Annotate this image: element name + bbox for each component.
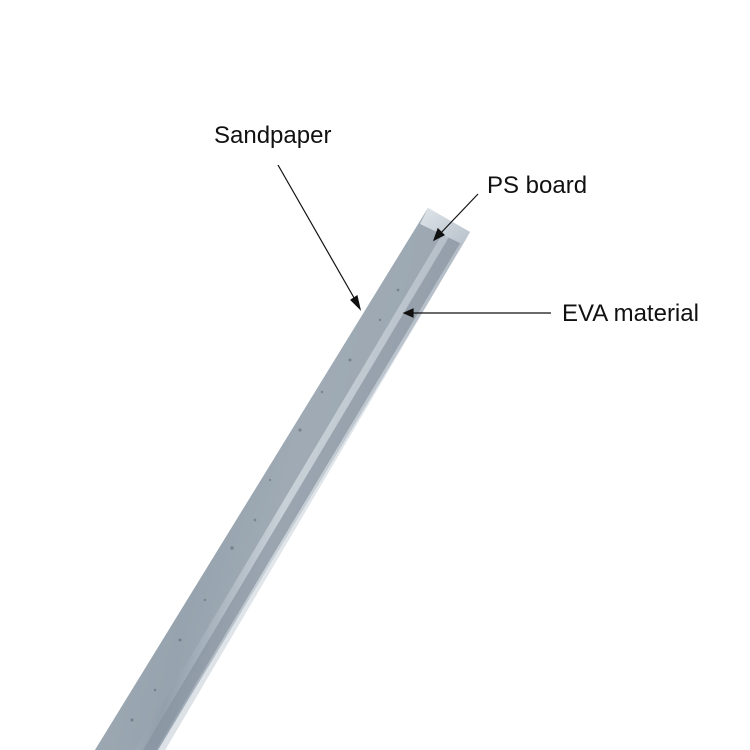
ps-board-label: PS board [487, 172, 588, 199]
sandpaper-leader-line [277, 164, 358, 304]
eva-leader-arrow [402, 308, 414, 318]
ps-board-leader-line [437, 193, 479, 237]
ps-board-leader-arrow [432, 227, 446, 242]
sandpaper-speckles [130, 288, 400, 722]
leader-lines [277, 164, 551, 318]
sandpaper-face [95, 208, 440, 750]
sandpaper-label: Sandpaper [214, 122, 332, 149]
ps-board-groove [143, 232, 462, 750]
eva-material-label: EVA material [562, 300, 699, 327]
sandpaper-leader-arrow [350, 295, 362, 311]
strip-end-cap [420, 208, 470, 244]
